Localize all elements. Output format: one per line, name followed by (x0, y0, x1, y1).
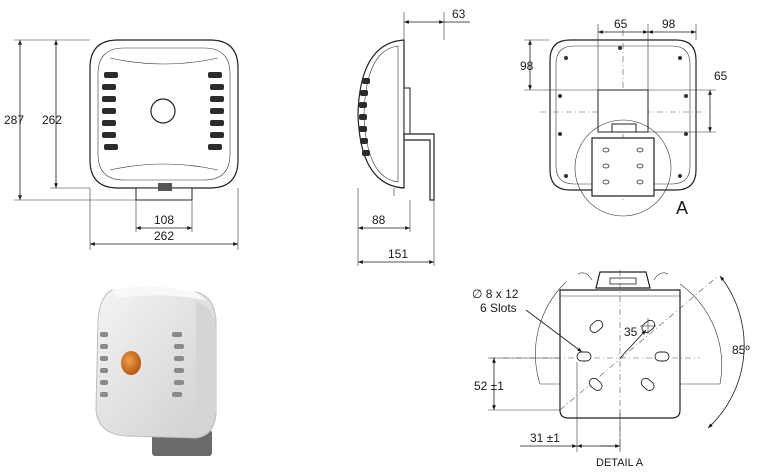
front-height-body: 262 (42, 113, 62, 127)
side-depth-body: 88 (372, 213, 386, 227)
side-view: 63 88 151 (357, 7, 470, 266)
back-dim-65-top: 65 (614, 17, 628, 31)
detail-a: ∅ 8 x 12 6 Slots 35 85º 52 ±1 31 ±1 DETA… (472, 270, 750, 469)
detail-slots (576, 319, 670, 391)
front-center-hole (150, 98, 176, 124)
front-width-body: 262 (154, 229, 174, 243)
side-depth-total: 151 (388, 247, 408, 261)
dim-31: 31 ±1 (530, 431, 560, 445)
back-dim-98-left: 98 (520, 59, 534, 73)
dim-35: 35 (624, 325, 638, 339)
dim-angle-85: 85º (732, 343, 750, 357)
hole-callout-line1: ∅ 8 x 12 (472, 287, 519, 301)
side-depth-top: 63 (452, 7, 466, 21)
front-height-total: 287 (4, 113, 24, 127)
side-slots (359, 78, 370, 156)
back-screws (558, 46, 688, 178)
front-view: 287 262 108 262 (4, 39, 239, 250)
back-view: A 65 98 98 65 (520, 17, 728, 218)
back-dim-98-top: 98 (662, 17, 676, 31)
detail-a-circle (574, 119, 672, 217)
detail-a-caption: DETAIL A (596, 457, 644, 469)
front-left-slots (102, 72, 118, 150)
dim-52: 52 ±1 (474, 379, 504, 393)
hole-callout-line2: 6 Slots (480, 301, 517, 315)
product-render (95, 286, 217, 456)
logo-badge (121, 351, 141, 375)
detail-marker: A (676, 198, 688, 218)
front-right-slots (208, 72, 224, 150)
front-width-bracket: 108 (154, 213, 174, 227)
back-dim-65-right: 65 (714, 69, 728, 83)
